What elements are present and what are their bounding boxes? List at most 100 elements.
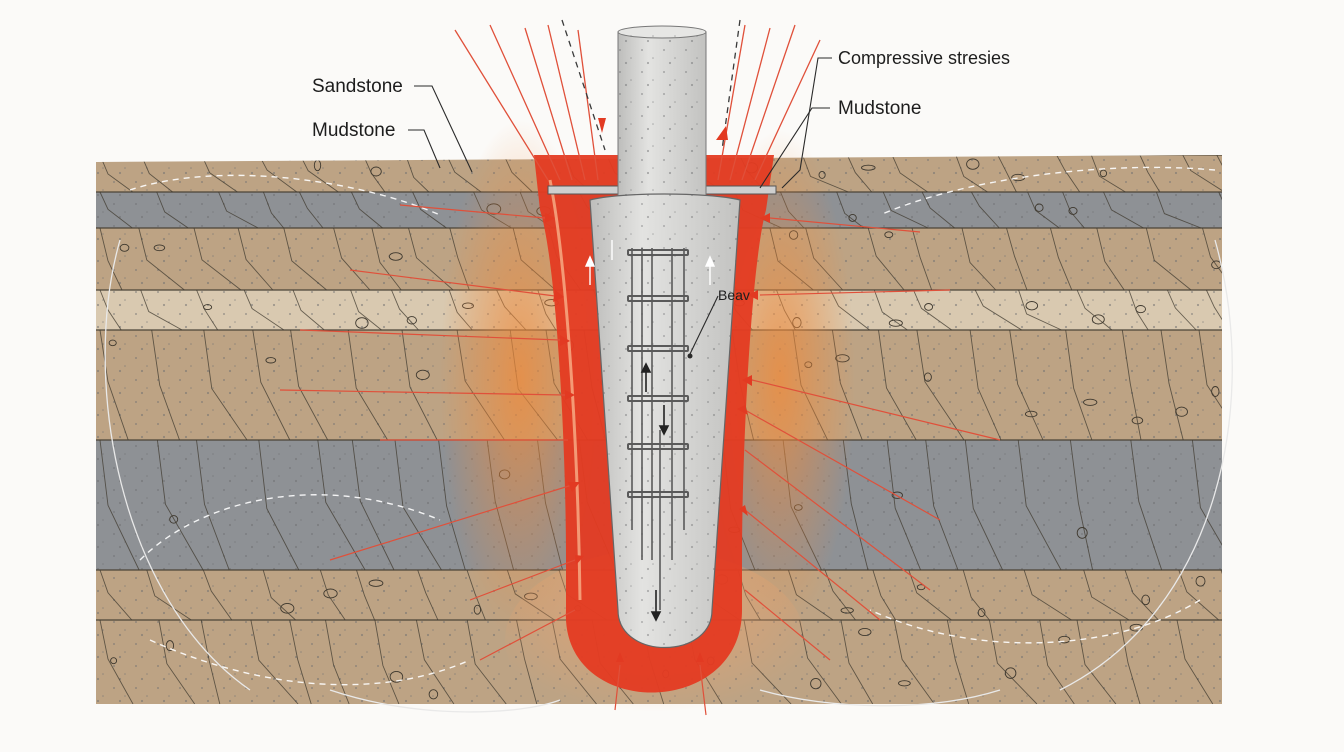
fracture-line [873,289,908,331]
fracture-line [99,289,122,331]
fracture-line [1090,155,1126,193]
pebble [1237,588,1247,595]
fracture-line [882,191,929,229]
fracture-line [1103,191,1144,229]
pebble [169,515,179,524]
compressive-stress-rays [454,24,821,181]
fracture-line [408,227,454,291]
fracture-line [1056,155,1081,193]
fracture-line [1023,569,1072,621]
fracture-line [1009,329,1044,441]
pebble [1099,169,1108,178]
fracture-line [925,439,959,571]
fracture-line [258,439,300,571]
fracture-line [913,289,952,331]
pebble [848,213,857,222]
fracture-line [218,191,259,229]
pebble [977,608,986,618]
fracture-line [350,191,383,229]
pebble [1068,206,1078,215]
fracture-line [1006,227,1028,291]
fracture-line [1065,329,1093,441]
fracture-line [317,439,366,571]
pebble [153,244,166,252]
fracture-line [1121,329,1142,441]
fracture-line [243,289,285,331]
fracture-line [325,619,350,704]
pebble [898,680,911,687]
pebble [1135,305,1146,314]
fracture-line [971,191,1000,229]
fracture-line [99,569,133,621]
fracture-line [140,289,183,331]
pebble [1091,314,1105,325]
internal-force-arrows [640,362,670,622]
fracture-line [156,439,204,571]
pebble [368,579,384,587]
fracture-line [840,619,874,704]
fracture-line [283,227,327,291]
fracture-line [891,155,928,193]
pebble [406,316,417,325]
fracture-line [921,191,955,229]
fracture-line [1039,619,1075,704]
fracture-line [1096,227,1125,291]
pebble [355,317,369,329]
fracture-line [1076,619,1117,704]
pebble [1034,203,1044,212]
fracture-line [412,191,447,229]
fracture-line [200,619,221,704]
fracture-line [374,619,400,704]
fracture-line [347,329,388,441]
fracture-line [1182,155,1222,193]
pebble [388,252,403,261]
fracture-line [417,569,439,621]
fracture-line [1083,569,1130,621]
fracture-line [262,191,285,229]
fracture-line [1124,569,1159,621]
fracture-line [997,155,1017,193]
leader-dot [687,353,693,359]
fracture-line [156,191,189,229]
fracture-line [846,155,873,193]
pebble [891,491,903,499]
fracture-line [290,329,329,441]
fracture-line [1130,439,1163,571]
fracture-line [1178,569,1219,621]
fracture-line [988,619,1038,704]
fracture-line [878,329,917,441]
fracture-line [250,619,299,704]
fracture-line [911,227,933,291]
fracture-line [867,227,905,291]
fracture-line [1216,155,1222,193]
leader-lines [408,57,832,355]
fracture-line [292,289,325,331]
pebble [884,231,894,239]
fracture-line [99,439,140,571]
pebble [966,158,980,170]
fracture-line [202,569,233,621]
fracture-line [333,227,371,291]
fracture-line [1220,569,1222,621]
upward-shaft-arrows [584,240,716,285]
fracture-line [99,329,129,441]
fracture-line [196,289,219,331]
fracture-line [298,191,324,229]
fracture-line [974,289,1022,331]
fracture-line [193,227,242,291]
fracture-line [391,289,419,331]
pebble [1141,594,1151,606]
ground-arrowheads [545,213,770,662]
pebble [165,640,175,652]
fracture-line [371,227,402,291]
fracture-line [237,227,274,291]
pebble [428,689,439,700]
fracture-line [1176,619,1214,704]
load-path-dashed [561,19,741,151]
fracture-line [1166,289,1197,331]
stress-flow-lines [129,166,1216,686]
pebble [1175,406,1188,417]
fracture-line [415,619,455,704]
fracture-line [961,227,997,291]
